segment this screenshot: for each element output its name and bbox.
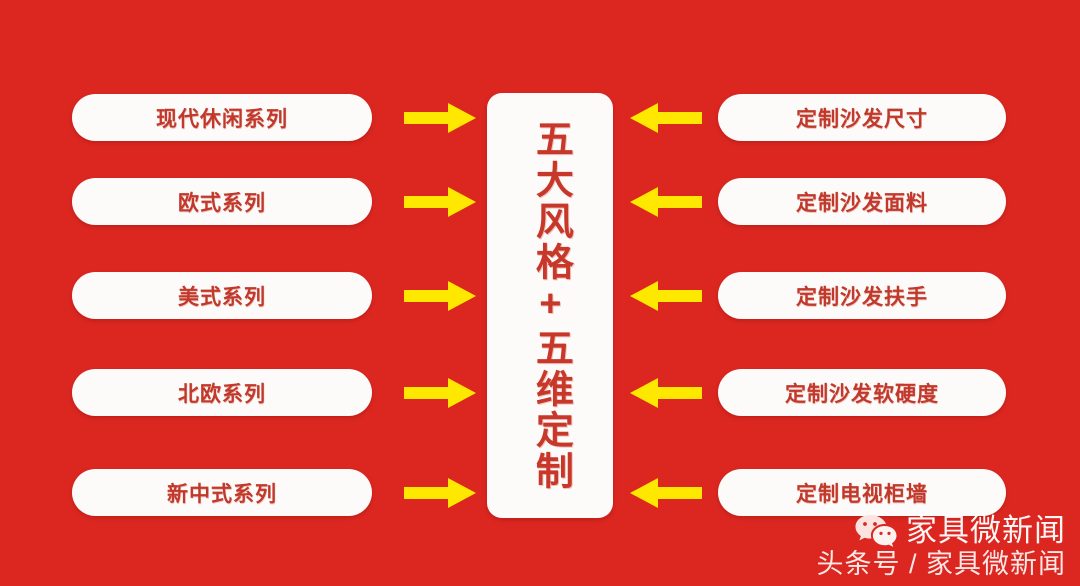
- list-item[interactable]: 北欧系列: [72, 369, 372, 416]
- pill-label: 定制沙发扶手: [796, 285, 928, 309]
- pill-label: 定制沙发尺寸: [796, 107, 928, 131]
- arrow-left-icon: [630, 376, 702, 410]
- watermark-brand-row: 家具微新闻: [816, 513, 1066, 547]
- list-item[interactable]: 欧式系列: [72, 178, 372, 225]
- arrow-right-icon: [404, 376, 476, 410]
- arrow-left-icon: [630, 101, 702, 135]
- center-panel: 五大风格+五维定制: [487, 93, 613, 518]
- watermark-subtitle: 头条号 / 家具微新闻: [816, 549, 1066, 579]
- watermark-brand: 家具微新闻: [906, 512, 1066, 548]
- list-item[interactable]: 新中式系列: [72, 469, 372, 516]
- pill-label: 定制沙发软硬度: [785, 382, 939, 406]
- left-column: 现代休闲系列 欧式系列 美式系列 北欧系列 新中式系列: [72, 0, 372, 586]
- list-item[interactable]: 定制沙发扶手: [718, 272, 1006, 319]
- list-item[interactable]: 现代休闲系列: [72, 94, 372, 141]
- pill-label: 美式系列: [178, 285, 266, 309]
- list-item[interactable]: 美式系列: [72, 272, 372, 319]
- arrow-right-icon: [404, 101, 476, 135]
- list-item[interactable]: 定制电视柜墙: [718, 469, 1006, 516]
- pill-label: 欧式系列: [178, 191, 266, 215]
- arrow-left-icon: [630, 476, 702, 510]
- wechat-icon: [855, 515, 897, 547]
- arrow-right-icon: [404, 279, 476, 313]
- arrow-right-icon: [404, 185, 476, 219]
- list-item[interactable]: 定制沙发面料: [718, 178, 1006, 225]
- list-item[interactable]: 定制沙发软硬度: [718, 369, 1006, 416]
- list-item[interactable]: 定制沙发尺寸: [718, 94, 1006, 141]
- arrow-right-icon: [404, 476, 476, 510]
- center-panel-title: 五大风格+五维定制: [529, 119, 572, 492]
- pill-label: 新中式系列: [167, 482, 277, 506]
- arrow-left-icon: [630, 279, 702, 313]
- pill-label: 定制电视柜墙: [796, 482, 928, 506]
- right-column: 定制沙发尺寸 定制沙发面料 定制沙发扶手 定制沙发软硬度 定制电视柜墙: [718, 0, 1006, 586]
- watermark: 家具微新闻 头条号 / 家具微新闻: [816, 513, 1066, 578]
- pill-label: 现代休闲系列: [156, 107, 288, 131]
- arrow-left-icon: [630, 185, 702, 219]
- pill-label: 定制沙发面料: [796, 191, 928, 215]
- pill-label: 北欧系列: [178, 382, 266, 406]
